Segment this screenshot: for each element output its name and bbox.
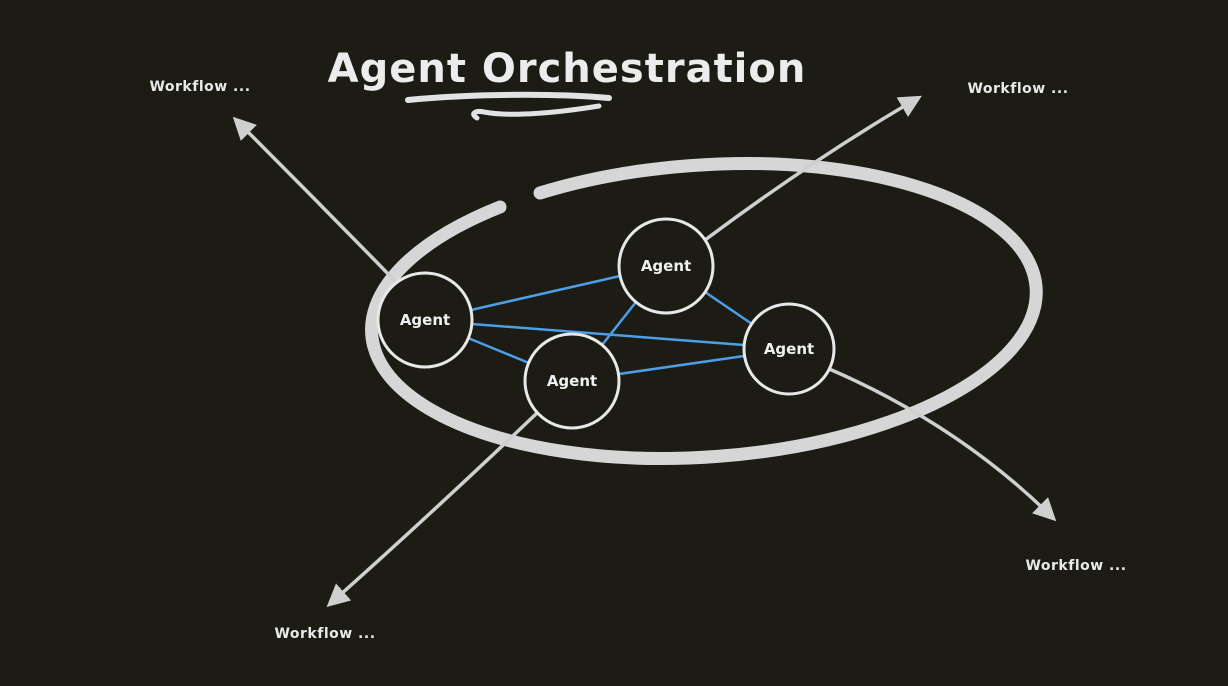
workflow-label-top-right[interactable]: Workflow ...	[967, 81, 1068, 97]
title-underline-stroke[interactable]	[405, 91, 612, 103]
agent-node-right[interactable]: Agent	[742, 302, 836, 396]
workflow-label-bottom-right[interactable]: Workflow ...	[1025, 558, 1126, 574]
orchestration-boundary-ellipse[interactable]	[365, 157, 1043, 465]
agent-node-label[interactable]: Agent	[400, 311, 450, 329]
diagram-title[interactable]: Agent Orchestration	[328, 46, 807, 92]
workflow-label-top-left[interactable]: Workflow ...	[149, 79, 250, 95]
workflow-arrow-bottom-right[interactable]	[825, 366, 1057, 522]
title-underline-flourish[interactable]	[471, 103, 602, 121]
agent-edges	[466, 274, 754, 376]
edge-top-right[interactable]	[703, 290, 754, 326]
agent-node-top[interactable]: Agent	[617, 217, 715, 315]
agent-node-circle[interactable]	[523, 332, 621, 430]
workflow-label-bottom-left[interactable]: Workflow ...	[274, 626, 375, 642]
workflow-arrow-top-left[interactable]	[232, 116, 400, 286]
agent-node-label[interactable]: Agent	[641, 257, 691, 275]
agent-node-label[interactable]: Agent	[547, 372, 597, 390]
edge-left-right[interactable]	[470, 322, 746, 347]
edge-bottom-right[interactable]	[617, 354, 746, 376]
agent-node-label[interactable]: Agent	[764, 340, 814, 358]
agent-node-left[interactable]: Agent	[376, 271, 474, 369]
edge-left-bottom[interactable]	[466, 336, 531, 365]
workflow-arrow-bottom-left[interactable]	[326, 411, 539, 608]
edge-bottom-top[interactable]	[600, 300, 638, 347]
workflow-arrow-top-right[interactable]	[703, 95, 922, 242]
agent-node-circle[interactable]	[742, 302, 836, 396]
edge-left-top[interactable]	[469, 274, 622, 312]
agent-node-bottom[interactable]: Agent	[523, 332, 621, 430]
agent-node-circle[interactable]	[617, 217, 715, 315]
agent-node-circle[interactable]	[376, 271, 474, 369]
